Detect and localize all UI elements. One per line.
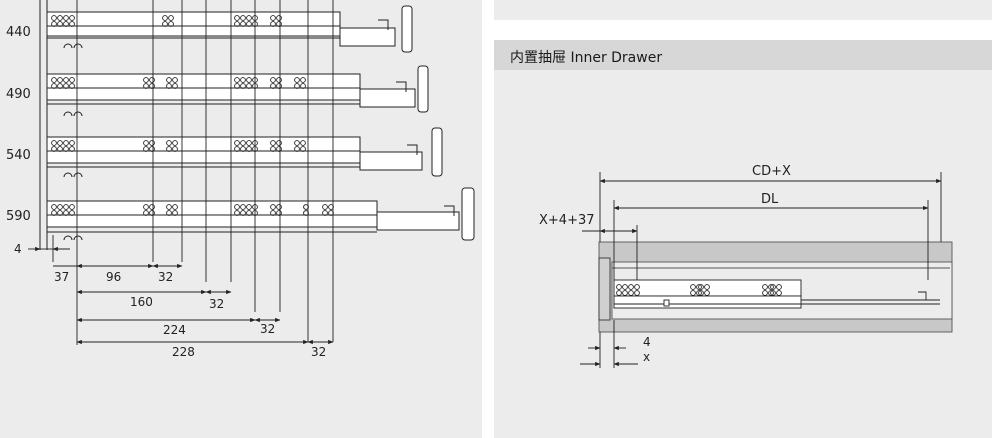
height-label-590: 590 [6, 209, 31, 224]
reference-lines [52, 0, 334, 345]
right-top-panel [494, 0, 992, 20]
four-label: 4 [643, 335, 651, 349]
dim-label-228: 228 [172, 345, 195, 359]
slide-440 [46, 5, 413, 53]
height-label-540: 540 [6, 148, 31, 163]
dim-label-32c: 32 [260, 322, 275, 336]
height-label-440: 440 [6, 25, 31, 40]
dim-label-224: 224 [163, 323, 186, 337]
dim-label-32d: 32 [311, 345, 326, 359]
section-title: 内置抽屉 Inner Drawer [510, 50, 663, 66]
dim-label-37: 37 [54, 270, 69, 284]
cd-x-label: CD+X [752, 164, 791, 179]
dim-label-160: 160 [130, 295, 153, 309]
slide-590 [46, 187, 475, 241]
dim-label-32a: 32 [158, 270, 173, 284]
dl-label: DL [761, 192, 779, 207]
section-header: 内置抽屉 Inner Drawer [494, 40, 992, 70]
left-slide-diagram [28, 0, 475, 345]
x-label: x [643, 350, 650, 364]
height-label-490: 490 [6, 87, 31, 102]
inner-drawer-diagram [580, 172, 953, 368]
dim-label-96: 96 [106, 270, 121, 284]
inner-drawer-panel [494, 40, 992, 438]
x-offset-label: X+4+37 [539, 213, 595, 228]
slide-540 [46, 127, 443, 178]
slide-490 [46, 65, 429, 117]
dim-label-32b: 32 [209, 297, 224, 311]
offset-label-4: 4 [14, 242, 22, 256]
dimension-lines [28, 246, 334, 345]
